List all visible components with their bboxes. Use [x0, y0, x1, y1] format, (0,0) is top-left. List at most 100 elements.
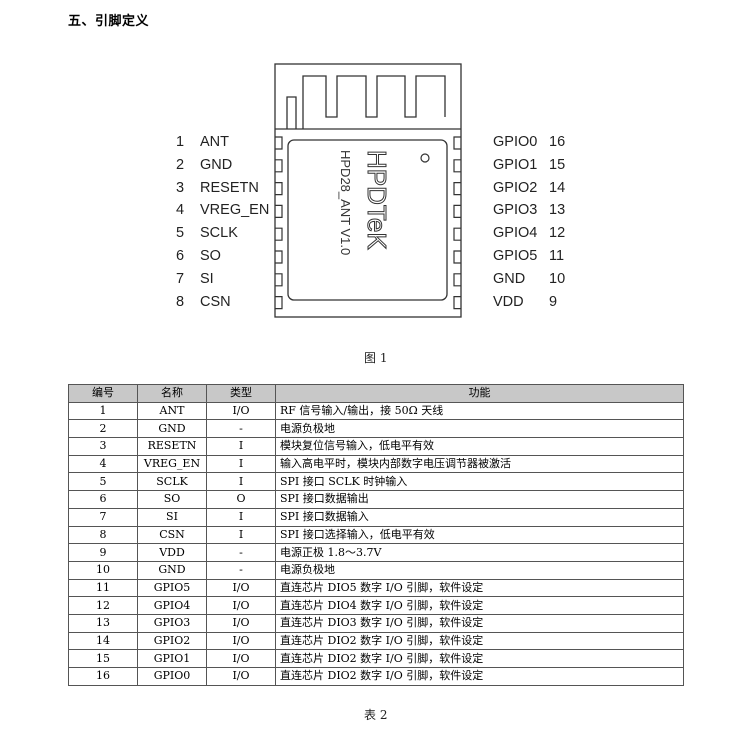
cell-type: O — [206, 490, 276, 509]
cell-type: I — [206, 454, 276, 474]
right-pad — [453, 296, 461, 310]
left-pin-name: VREG_EN — [200, 202, 270, 219]
left-pad — [275, 296, 283, 310]
cell-name: SI — [137, 507, 207, 527]
cell-type: I/O — [206, 649, 276, 668]
cell-type: - — [206, 419, 276, 439]
left-pad — [275, 204, 283, 218]
antenna-trace — [286, 75, 446, 129]
right-pin-name: GPIO0 — [493, 134, 538, 150]
cell-type: I/O — [206, 578, 276, 598]
left-pad — [275, 227, 283, 241]
right-pin-number: 16 — [549, 134, 566, 150]
right-pad — [453, 227, 461, 241]
right-pad — [453, 273, 461, 287]
table-header-row: 编号 名称 类型 功能 — [68, 384, 684, 403]
cell-name: ANT — [137, 401, 207, 421]
cell-name: GPIO4 — [137, 596, 207, 615]
shield-can — [287, 139, 448, 301]
cell-type: I/O — [206, 401, 276, 421]
cell-name: GND — [137, 560, 207, 580]
cell-name: GPIO2 — [137, 631, 207, 651]
left-pin-name: ANT — [200, 134, 229, 150]
left-pad — [275, 136, 283, 150]
cell-function: 电源正极 1.8～3.7V — [275, 543, 684, 562]
cell-function: SPI 接口 SCLK 时钟输入 — [275, 472, 684, 492]
right-pin-name: GPIO5 — [493, 248, 538, 264]
left-pin-name: GND — [200, 156, 233, 173]
cell-function: 电源负极地 — [275, 419, 684, 439]
cell-number: 1 — [68, 401, 138, 421]
left-pin-number: 8 — [176, 293, 185, 310]
section-title: 五、引脚定义 — [68, 14, 150, 29]
cell-number: 12 — [68, 596, 138, 615]
cell-number: 9 — [68, 543, 138, 562]
cell-type: I — [206, 437, 276, 456]
right-pin-name: GND — [493, 270, 526, 287]
right-pad — [453, 250, 461, 264]
cell-type: I — [206, 507, 276, 527]
left-pin-number: 5 — [176, 225, 185, 242]
cell-type: I — [206, 525, 276, 545]
cell-function: SPI 接口数据输入 — [275, 507, 684, 527]
cell-number: 13 — [68, 613, 138, 633]
cell-function: 直连芯片 DIO2 数字 I/O 引脚，软件设定 — [275, 667, 684, 686]
right-pad — [453, 159, 461, 173]
left-pin-name: RESETN — [200, 179, 259, 196]
cell-number: 4 — [68, 454, 138, 474]
cell-number: 6 — [68, 490, 138, 509]
right-pin-number: 11 — [549, 248, 565, 264]
left-pin-name: SCLK — [200, 225, 238, 242]
module-brand: HPDTeK — [362, 150, 392, 250]
cell-name: SO — [137, 490, 207, 509]
cell-function: RF 信号输入/输出，接 50Ω 天线 — [275, 401, 684, 421]
cell-name: GPIO1 — [137, 649, 207, 668]
cell-name: GPIO3 — [137, 613, 207, 633]
right-pad — [453, 136, 461, 150]
right-pin-name: GPIO3 — [493, 202, 538, 219]
cell-name: GPIO0 — [137, 667, 207, 686]
right-pin-name: VDD — [493, 293, 524, 310]
cell-function: 直连芯片 DIO2 数字 I/O 引脚，软件设定 — [275, 631, 684, 651]
module-model: HPD28_ANT V1.0 — [338, 150, 353, 255]
left-pin-name: CSN — [200, 293, 231, 310]
cell-number: 2 — [68, 419, 138, 439]
cell-name: CSN — [137, 525, 207, 545]
cell-function: 电源负极地 — [275, 560, 684, 580]
cell-name: VDD — [137, 543, 207, 562]
pin1-marker — [420, 153, 430, 163]
cell-type: I/O — [206, 667, 276, 686]
cell-type: I/O — [206, 596, 276, 615]
right-pad — [453, 182, 461, 196]
right-pin-number: 15 — [549, 156, 566, 173]
cell-function: 直连芯片 DIO2 数字 I/O 引脚，软件设定 — [275, 649, 684, 668]
cell-name: GPIO5 — [137, 578, 207, 598]
cell-function: 直连芯片 DIO3 数字 I/O 引脚，软件设定 — [275, 613, 684, 633]
cell-type: - — [206, 560, 276, 580]
right-pin-name: GPIO2 — [493, 179, 538, 196]
cell-type: I/O — [206, 613, 276, 633]
right-pin-number: 14 — [549, 179, 566, 196]
cell-number: 5 — [68, 472, 138, 492]
left-pad — [275, 182, 283, 196]
cell-function: 直连芯片 DIO4 数字 I/O 引脚，软件设定 — [275, 596, 684, 615]
cell-name: VREG_EN — [137, 454, 207, 474]
cell-name: RESETN — [137, 437, 207, 456]
cell-type: - — [206, 543, 276, 562]
right-pin-number: 9 — [549, 293, 558, 310]
cell-type: I/O — [206, 631, 276, 651]
cell-number: 16 — [68, 667, 138, 686]
right-pin-number: 12 — [549, 225, 566, 242]
header-number: 编号 — [68, 384, 138, 403]
